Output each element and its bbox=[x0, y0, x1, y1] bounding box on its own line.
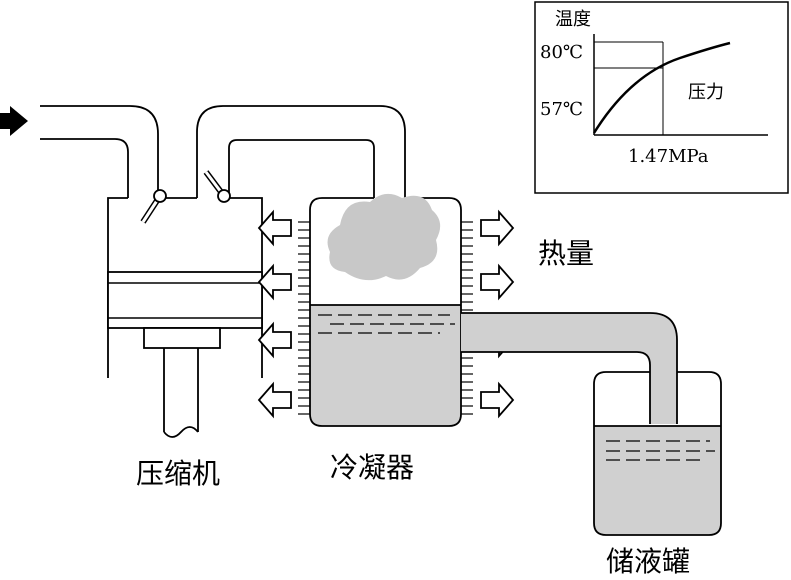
saturation-curve bbox=[592, 41, 731, 134]
compressor-label: 压缩机 bbox=[136, 457, 221, 490]
discharge-valve-icon bbox=[203, 170, 231, 203]
heat-arrow-right-icon bbox=[480, 263, 515, 301]
inset-y-axis-label: 温度 bbox=[555, 9, 591, 30]
inset-x-axis-label: 压力 bbox=[688, 82, 724, 103]
piston-pin-block bbox=[143, 327, 221, 349]
suction-valve-icon bbox=[140, 189, 167, 224]
inset-tick-80: 80℃ bbox=[540, 42, 584, 63]
condenser-liquid bbox=[310, 305, 461, 426]
inlet-arrow-icon bbox=[0, 106, 28, 136]
heat-arrow-left-icon bbox=[257, 321, 292, 359]
liquid-surface-dashes bbox=[318, 314, 455, 334]
heat-arrow-left-icon bbox=[257, 209, 292, 247]
receiver-label: 储液罐 bbox=[606, 545, 691, 578]
piston bbox=[107, 271, 263, 329]
heat-arrow-left-icon bbox=[257, 381, 292, 419]
receiver-shell bbox=[593, 371, 722, 536]
receiver-liquid bbox=[594, 426, 721, 535]
heat-arrow-right-icon bbox=[480, 209, 515, 247]
condenser bbox=[298, 193, 473, 427]
heat-arrows bbox=[257, 209, 515, 419]
inset-frame bbox=[534, 1, 789, 194]
inset-tick-57: 57℃ bbox=[540, 99, 584, 120]
suction-line bbox=[0, 105, 159, 198]
compressor bbox=[107, 170, 263, 438]
liquid-line bbox=[461, 312, 678, 424]
heat-label: 热量 bbox=[538, 237, 595, 270]
vapor-cloud-icon bbox=[327, 193, 441, 281]
temperature-pressure-inset bbox=[534, 1, 789, 194]
receiver-surface-dashes bbox=[606, 440, 715, 461]
heat-arrow-right-icon bbox=[480, 381, 515, 419]
condenser-label: 冷凝器 bbox=[330, 451, 415, 484]
receiver bbox=[593, 371, 722, 536]
connecting-rod bbox=[163, 348, 199, 432]
heat-arrow-left-icon bbox=[257, 263, 292, 301]
discharge-line bbox=[196, 105, 406, 198]
inset-tick-1.47mpa: 1.47MPa bbox=[628, 146, 709, 167]
condenser-shell bbox=[309, 197, 462, 427]
